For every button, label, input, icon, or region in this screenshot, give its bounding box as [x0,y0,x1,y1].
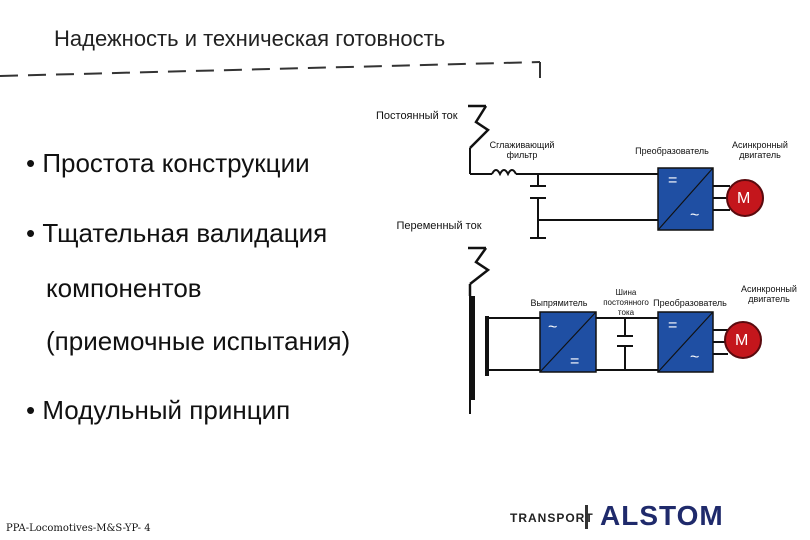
brand-transport: TRANSPORT [510,511,594,525]
brand-divider [585,505,588,529]
ac-wires [489,317,728,371]
motor-label-bottom: Асинкронный двигатель [741,284,797,304]
converter-label-bottom: Преобразователь [653,298,727,308]
converter-label-top: Преобразователь [635,146,709,156]
svg-text:=: = [570,353,579,370]
bullet-components: компонентов [46,273,202,303]
svg-text:~: ~ [548,319,557,336]
ac-label: Переменный ток [396,220,482,232]
dc-label: Постоянный ток [376,110,458,122]
svg-text:M: M [735,332,748,349]
bullet-validation: • Тщательная валидация [26,218,328,248]
svg-text:~: ~ [690,207,699,224]
dc-pantograph [468,104,490,149]
transformer [469,296,489,414]
alstom-logo: ALSTOM [600,500,724,531]
bullet-acceptance-tests: (приемочные испытания) [46,326,351,356]
bottom-motor: M 3 ~ [724,321,762,367]
dc-filter-capacitor [530,185,546,199]
rectifier-label: Выпрямитель [530,298,588,308]
motor-label-top: Асинкронный двигатель [732,140,788,160]
top-motor: M 3 ~ [726,179,764,225]
dc-main-wires [469,148,730,239]
ac-pantograph [468,246,491,296]
rectifier-block: ~ = [539,311,597,373]
svg-text:~: ~ [690,349,699,366]
bottom-converter-block: = ~ [657,311,714,373]
filter-label: Сглаживающий фильтр [489,140,555,160]
svg-text:=: = [668,317,677,334]
footer-reference: PPA-Locomotives-M&S-YP- 4 [6,523,151,534]
dc-bus-label: Шина постоянного тока [603,288,649,317]
bullet-modular-principle: • Модульный принцип [26,395,291,425]
bullet-simple-design: • Простота конструкции [26,148,310,178]
svg-text:3 ~: 3 ~ [729,213,745,225]
svg-text:3 ~: 3 ~ [727,355,743,367]
slide-title: Надежность и техническая готовность [54,26,446,51]
svg-text:M: M [737,190,750,207]
svg-text:=: = [668,172,677,189]
top-converter-block: = ~ [657,167,714,231]
